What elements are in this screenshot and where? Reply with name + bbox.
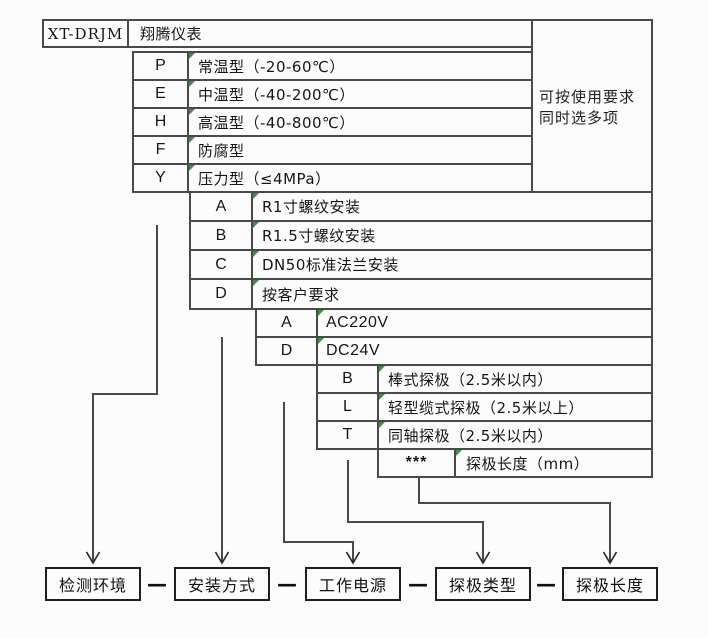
env-row-desc: 压力型（≤4MPa） — [198, 169, 331, 188]
env-row-code: Y — [155, 169, 166, 186]
connector-probe-length — [418, 477, 611, 562]
cell-marker-icon — [379, 422, 385, 428]
category-box-power: 工作电源 — [305, 567, 401, 601]
multi-select-note-line1: 可按使用要求 — [539, 88, 636, 106]
env-row-code: E — [155, 85, 166, 102]
probe-row-code: T — [342, 426, 353, 443]
connector-power — [283, 402, 354, 562]
arrow-down-icon — [214, 551, 230, 565]
cell-marker-icon — [253, 222, 259, 228]
arrowheads — [85, 551, 618, 565]
mount-row-desc: 按客户要求 — [262, 285, 340, 304]
cell-marker-icon — [456, 450, 462, 456]
cell-marker-icon — [318, 338, 324, 344]
cell-marker-icon — [189, 81, 195, 87]
env-row-desc: 高温型（-40-800℃） — [198, 113, 355, 132]
connector-lines — [92, 225, 611, 562]
mount-row-desc: DN50标准法兰安装 — [262, 256, 399, 274]
separator-dash: — — [277, 572, 297, 596]
cell-marker-icon — [253, 193, 259, 199]
env-row-code: H — [154, 113, 167, 130]
table-borders — [42, 19, 653, 478]
tier5-box — [377, 448, 653, 478]
arrow-down-icon — [602, 551, 618, 565]
mount-row-desc: R1.5寸螺纹安装 — [262, 227, 376, 245]
model-code-cell: XT-DRJM — [47, 24, 124, 43]
probe-row-desc: 同轴探极（2.5米以内） — [388, 426, 553, 445]
cell-marker-icon — [253, 251, 259, 257]
arrow-down-icon — [345, 551, 361, 565]
mount-row-code: D — [215, 285, 227, 302]
power-row-desc: AC220V — [326, 314, 389, 331]
env-row-desc: 常温型（-20-60℃） — [198, 57, 345, 76]
cell-marker-icon — [318, 310, 324, 316]
power-row-code: A — [281, 314, 292, 331]
env-row-code: F — [155, 141, 166, 158]
cell-marker-icon — [189, 137, 195, 143]
separator-dash: — — [536, 572, 556, 596]
multi-select-note-line2: 同时选多项 — [539, 109, 620, 127]
connector-environment — [92, 225, 158, 562]
probe-row-desc: 轻型缆式探极（2.5米以上） — [388, 398, 584, 417]
separator-dash: — — [147, 572, 167, 596]
cell-marker-icon — [189, 109, 195, 115]
cell-marker-icon — [379, 366, 385, 372]
cell-marker-icon — [189, 53, 195, 59]
env-row-desc: 中温型（-40-200℃） — [198, 85, 355, 104]
power-row-code: D — [280, 342, 293, 359]
env-row-code: P — [155, 57, 166, 74]
arrow-down-icon — [475, 551, 491, 565]
connector-probe-type — [347, 460, 484, 562]
cell-marker-icon — [189, 165, 195, 171]
cell-marker-icon — [253, 280, 259, 286]
length-row-desc: 探极长度（mm） — [466, 454, 590, 473]
probe-row-desc: 棒式探极（2.5米以内） — [388, 370, 553, 389]
env-row-desc: 防腐型 — [198, 141, 245, 160]
arrow-down-icon — [85, 551, 101, 565]
probe-row-code: B — [342, 370, 353, 387]
mount-row-code: B — [215, 226, 227, 244]
category-box-probe-length: 探极长度 — [562, 567, 658, 601]
brand-name-cell: 翔腾仪表 — [140, 25, 203, 43]
category-box-environment: 检测环境 — [45, 567, 141, 601]
power-row-desc: DC24V — [326, 342, 381, 359]
mount-row-code: A — [215, 197, 227, 215]
probe-row-code: L — [343, 398, 352, 415]
length-row-code: *** — [405, 454, 428, 471]
category-box-probe-type: 探极类型 — [435, 567, 531, 601]
mount-row-desc: R1寸螺纹安装 — [262, 198, 361, 216]
mount-row-code: C — [215, 255, 227, 273]
category-box-mounting: 安装方式 — [174, 567, 270, 601]
cell-marker-icon — [379, 394, 385, 400]
separator-dash: — — [408, 572, 428, 596]
